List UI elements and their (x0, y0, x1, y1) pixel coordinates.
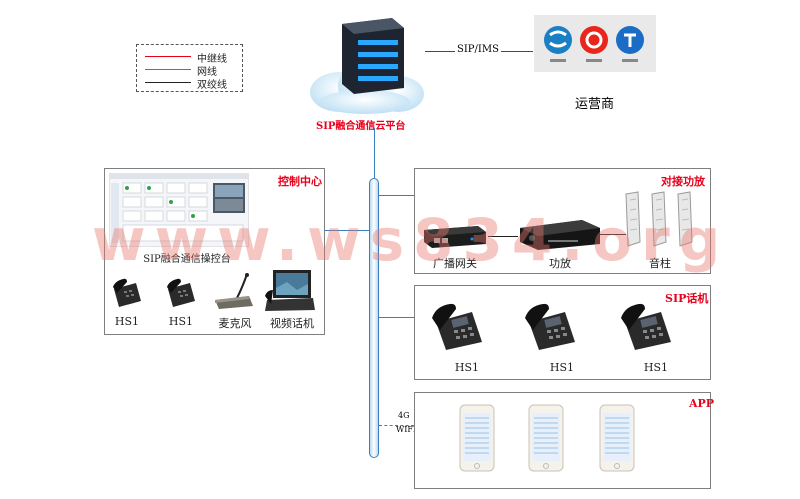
sip-phone-label: HS1 (549, 361, 575, 374)
desk-phone-icon (167, 278, 195, 307)
amp-device-label: 功放 (549, 257, 571, 270)
sip-phone-label: HS1 (643, 361, 669, 374)
microphone-icon (215, 273, 253, 309)
sip-phone-label: HS1 (454, 361, 480, 374)
cloud-server-icon (310, 18, 424, 114)
smartphone-icon (459, 404, 495, 472)
column-speaker-icon (625, 191, 693, 247)
legend-line-trunk (145, 56, 191, 57)
app-link-label-wifi: WIFI (396, 425, 417, 434)
control-device-label: 视频话机 (270, 317, 314, 330)
carrier-link-label: SIP/IMS (455, 44, 501, 55)
sip-link-line (379, 317, 414, 318)
amp-section-title: 对接功放 (661, 175, 705, 188)
app-link-label-4g: 4G (398, 411, 410, 420)
control-device-label: 麦克风 (218, 317, 252, 330)
amplifier-icon (520, 220, 600, 250)
desk-phone-icon (113, 278, 141, 307)
app-section-title: APP (689, 397, 715, 410)
control-device-label: HS1 (168, 315, 194, 328)
legend-line-network (145, 69, 191, 70)
console-label: SIP融合通信操控台 (143, 254, 231, 265)
video-phone-icon (265, 270, 315, 311)
legend-line-twisted-pair (145, 82, 191, 83)
network-backbone (369, 178, 379, 458)
amp-link-line (379, 195, 414, 196)
sip-phone-icon (432, 303, 482, 350)
control-device-label: HS1 (114, 315, 140, 328)
carrier-logos-icon (544, 26, 644, 62)
carrier-label: 运营商 (575, 97, 615, 112)
carrier-logo-panel (534, 15, 656, 72)
amp-device-label: 广播网关 (433, 257, 477, 270)
smartphone-icon (528, 404, 564, 472)
amp-speaker-line (600, 234, 626, 235)
sip-phone-icon (621, 303, 671, 350)
broadcast-gateway-icon (424, 226, 486, 248)
smartphone-icon (599, 404, 635, 472)
console-screen-icon (109, 173, 249, 247)
sip-phone-icon (525, 303, 575, 350)
cloud-to-backbone-line (374, 128, 375, 178)
gateway-amp-line (488, 236, 518, 237)
cloud-platform-label: SIP融合通信云平台 (316, 121, 406, 132)
sip-phone-section-title: SIP话机 (665, 292, 709, 305)
legend: 中继线 网线 双绞线 (136, 44, 243, 92)
control-center-title: 控制中心 (278, 175, 322, 188)
amp-device-label: 音柱 (649, 257, 671, 270)
control-link-line (325, 230, 370, 231)
app-wireless-link-line (379, 425, 414, 426)
